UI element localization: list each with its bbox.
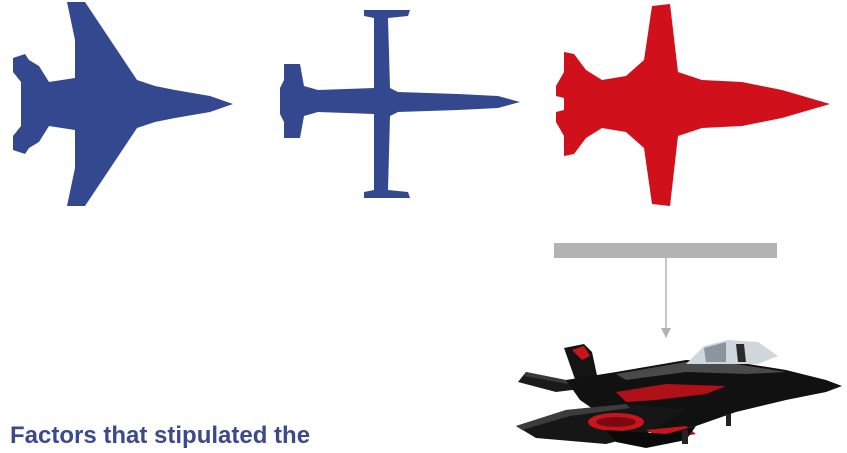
silhouette-3-shape bbox=[556, 4, 830, 206]
down-arrow-icon bbox=[659, 258, 673, 340]
headline-text: Factors that stipulated the bbox=[10, 420, 310, 452]
connector-bar bbox=[554, 243, 777, 258]
silhouette-1-shape bbox=[13, 2, 233, 206]
delta-wing-jet-silhouette-icon bbox=[5, 0, 240, 210]
black-red-jet-trainer-illustration bbox=[496, 330, 847, 453]
swept-wing-jet-silhouette-icon bbox=[552, 0, 834, 210]
render-canopy bbox=[686, 340, 778, 364]
silhouette-2-shape bbox=[280, 10, 520, 198]
straight-wing-trainer-jet-silhouette-icon bbox=[278, 8, 526, 204]
